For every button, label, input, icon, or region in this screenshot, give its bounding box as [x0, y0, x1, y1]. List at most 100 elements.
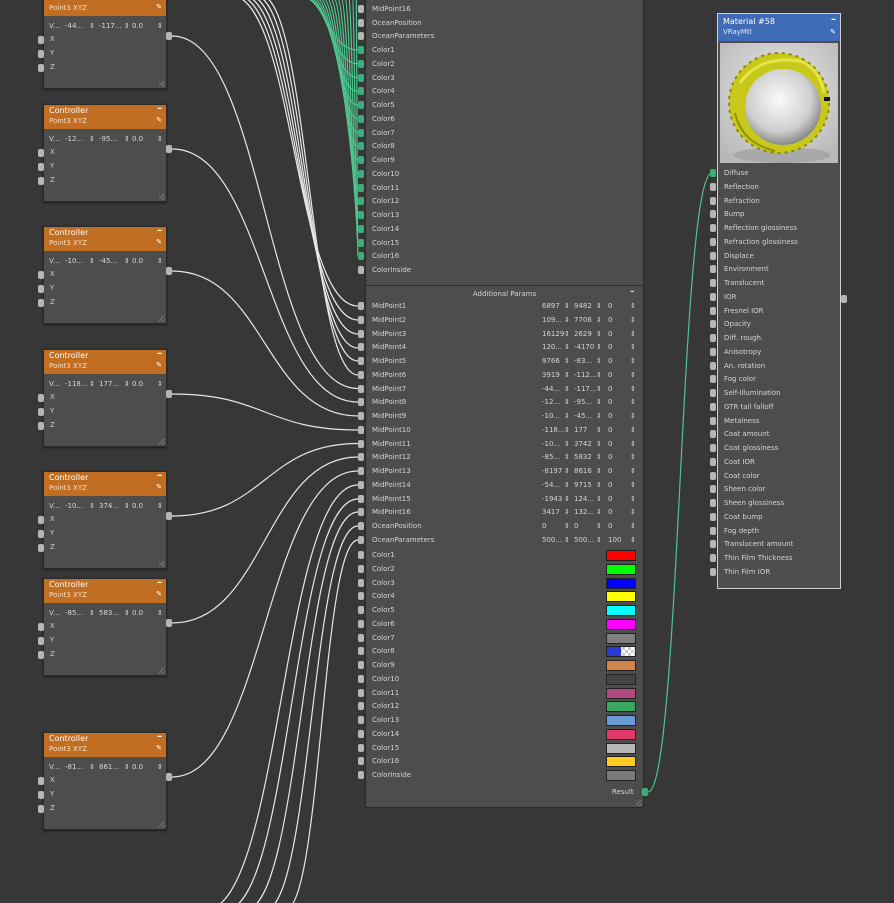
minimize-icon[interactable]: – — [157, 470, 162, 481]
input-socket[interactable] — [38, 36, 44, 44]
spinner-icon[interactable]: ⇕ — [564, 412, 570, 420]
param-x-field[interactable]: -85... — [542, 453, 561, 462]
y-value-field[interactable]: 861... — [99, 763, 120, 771]
texmap-input-socket[interactable] — [358, 578, 364, 587]
spinner-icon[interactable]: ⇕ — [630, 439, 636, 448]
spinner-icon[interactable]: ⇕ — [564, 315, 570, 324]
texmap-input-socket[interactable] — [358, 343, 364, 352]
spinner-icon[interactable]: ⇕ — [630, 398, 636, 407]
spinner-icon[interactable]: ⇕ — [564, 453, 570, 462]
y-value-field[interactable]: -117... — [99, 22, 122, 30]
minimize-icon[interactable]: – — [157, 225, 162, 236]
spinner-icon[interactable]: ⇕ — [596, 508, 602, 517]
material-preview[interactable] — [720, 43, 838, 163]
spinner-icon[interactable]: ⇕ — [596, 535, 602, 544]
z-value-field[interactable]: 0.0 — [132, 502, 144, 510]
param-x-field[interactable]: -12... — [542, 398, 561, 407]
spinner-icon[interactable]: ⇕ — [564, 343, 570, 352]
param-y-field[interactable]: 3742 — [574, 439, 592, 448]
resize-handle[interactable] — [159, 316, 165, 322]
texmap-input-socket[interactable] — [358, 46, 364, 54]
material-input-socket[interactable] — [710, 567, 716, 576]
texmap-input-socket[interactable] — [358, 535, 364, 544]
param-x-field[interactable]: 120... — [542, 343, 563, 352]
param-x-field[interactable]: -8197 — [542, 467, 563, 475]
param-y-field[interactable]: -4170 — [574, 343, 595, 352]
material-input-socket[interactable] — [710, 306, 716, 315]
spinner-icon[interactable]: ⇕ — [596, 412, 602, 420]
spinner-icon[interactable]: ⇕ — [596, 425, 602, 434]
spinner-icon[interactable]: ⇕ — [157, 609, 163, 617]
collapse-icon[interactable]: – — [630, 287, 635, 297]
texmap-input-socket[interactable] — [358, 101, 364, 109]
spinner-icon[interactable]: ⇕ — [124, 22, 130, 30]
texmap-input-socket[interactable] — [358, 494, 364, 503]
spinner-icon[interactable]: ⇕ — [157, 22, 163, 30]
edit-icon[interactable]: ✎ — [156, 744, 162, 752]
texmap-input-socket[interactable] — [358, 128, 364, 137]
texmap-input-socket[interactable] — [358, 266, 364, 274]
texmap-input-socket[interactable] — [358, 439, 364, 448]
material-input-socket[interactable] — [710, 430, 716, 439]
spinner-icon[interactable]: ⇕ — [564, 522, 570, 530]
texmap-input-socket[interactable] — [358, 169, 364, 178]
param-x-field[interactable]: -44... — [542, 384, 561, 393]
material-input-socket[interactable] — [710, 224, 716, 232]
spinner-icon[interactable]: ⇕ — [89, 763, 95, 771]
spinner-icon[interactable]: ⇕ — [596, 439, 602, 448]
spinner-icon[interactable]: ⇕ — [630, 535, 636, 544]
texmap-input-socket[interactable] — [358, 647, 364, 656]
spinner-icon[interactable]: ⇕ — [564, 357, 570, 365]
param-z-field[interactable]: 0 — [608, 453, 613, 462]
material-input-socket[interactable] — [710, 182, 716, 191]
param-x-field[interactable]: -118... — [542, 425, 565, 434]
param-z-field[interactable]: 0 — [608, 329, 613, 338]
param-z-field[interactable]: 0 — [608, 439, 613, 448]
spinner-icon[interactable]: ⇕ — [564, 398, 570, 407]
input-socket[interactable] — [38, 777, 44, 785]
z-value-field[interactable]: 0.0 — [132, 763, 144, 771]
param-y-field[interactable]: -45... — [574, 412, 593, 420]
param-z-field[interactable]: 0 — [608, 508, 613, 517]
material-input-socket[interactable] — [710, 512, 716, 521]
output-socket[interactable] — [166, 390, 172, 398]
y-value-field[interactable]: -45... — [99, 257, 118, 265]
param-x-field[interactable]: 0 — [542, 522, 547, 530]
texmap-input-socket[interactable] — [358, 4, 364, 13]
texmap-input-socket[interactable] — [358, 743, 364, 752]
texmap-input-socket[interactable] — [358, 688, 364, 697]
material-input-socket[interactable] — [710, 540, 716, 549]
z-value-field[interactable]: 0.0 — [132, 380, 144, 388]
param-y-field[interactable]: 132... — [574, 508, 595, 517]
input-socket[interactable] — [38, 299, 44, 307]
spinner-icon[interactable]: ⇕ — [630, 425, 636, 434]
spinner-icon[interactable]: ⇕ — [89, 257, 95, 265]
texmap-input-socket[interactable] — [358, 633, 364, 642]
spinner-icon[interactable]: ⇕ — [630, 329, 636, 338]
input-socket[interactable] — [38, 516, 44, 524]
spinner-icon[interactable]: ⇕ — [564, 508, 570, 517]
material-header[interactable]: Material #58 VRayMtl – ✎ — [718, 14, 840, 41]
spinner-icon[interactable]: ⇕ — [564, 302, 570, 310]
spinner-icon[interactable]: ⇕ — [630, 508, 636, 517]
param-y-field[interactable]: -112... — [574, 370, 597, 379]
x-value-field[interactable]: -81... — [65, 763, 84, 771]
texmap-input-socket[interactable] — [358, 508, 364, 517]
output-socket[interactable] — [166, 145, 172, 153]
texmap-input-socket[interactable] — [358, 757, 364, 766]
color-swatch[interactable] — [606, 687, 636, 699]
material-input-socket[interactable] — [710, 320, 716, 329]
texmap-input-socket[interactable] — [358, 73, 364, 82]
param-z-field[interactable]: 0 — [608, 302, 613, 310]
input-socket[interactable] — [38, 394, 44, 402]
param-z-field[interactable]: 100 — [608, 535, 622, 544]
material-input-socket[interactable] — [710, 196, 716, 205]
y-value-field[interactable]: -95... — [99, 135, 118, 143]
texmap-input-socket[interactable] — [358, 224, 364, 233]
param-z-field[interactable]: 0 — [608, 370, 613, 379]
param-y-field[interactable]: 7706 — [574, 315, 592, 324]
